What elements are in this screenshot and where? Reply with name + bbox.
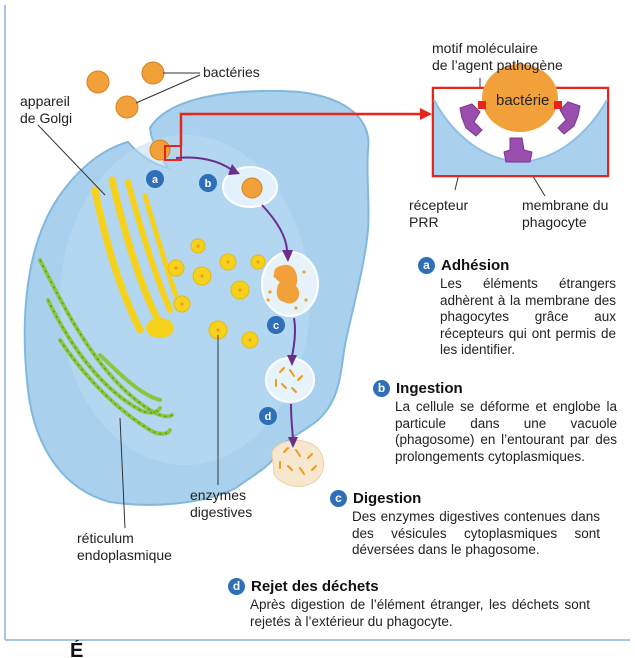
free-bacteria [86,61,165,119]
label-motif-line1: motif moléculaire [432,40,538,56]
label-reticulum-line2: endoplasmique [77,547,172,563]
residual-body [265,357,315,403]
label-enzymes-line2: digestives [190,504,253,520]
step-title-waste: Rejet des déchets [251,578,379,595]
label-molecular-motif: motif moléculaire de l’agent pathogène [432,40,563,74]
molecular-motif-icon [478,101,486,109]
zoom-source-box [164,145,182,161]
digesting-bacterium [274,264,300,304]
label-enzymes: enzymes digestives [190,487,252,521]
label-golgi: appareil de Golgi [20,93,72,127]
marker-c-letter: c [273,320,279,332]
vesicle-dots [174,244,260,342]
label-golgi-line2: de Golgi [20,110,73,126]
step-waste: d Rejet des déchets Après digestion de l… [228,578,618,630]
adhering-bacterium [149,139,171,161]
label-reticulum-line1: réticulum [77,530,134,546]
marker-d-letter: d [265,411,272,423]
label-inset-bacteria: bactérie [496,92,550,109]
step-badge-c: c [330,490,347,507]
label-reticulum: réticulum endoplasmique [77,530,172,564]
inset-zoom [431,64,610,178]
step-badge-d: d [228,578,245,595]
step-ingestion: b Ingestion La cellule se déforme et eng… [373,380,617,465]
step-badge-b: b [373,380,390,397]
digestion-fragments [266,270,308,310]
label-membrane-line2: phagocyte [522,214,587,230]
marker-a [146,170,164,188]
step-body-adhesion: Les éléments étrangers adhèrent à la mem… [440,276,616,357]
step-body-waste: Après digestion de l’élément étranger, l… [250,597,590,629]
process-arrows [175,156,297,439]
label-enzymes-line1: enzymes [190,487,247,503]
label-membrane: membrane du phagocyte [522,197,608,231]
prr-receptor-icons [459,101,581,163]
label-receptor-line2: PRR [409,214,439,230]
ingested-bacterium [241,177,263,199]
residual-fragments [275,367,303,393]
step-body-ingestion: La cellule se déforme et englobe la part… [395,399,617,464]
marker-c [267,316,285,334]
process-arrowheads [228,164,298,448]
label-golgi-line1: appareil [20,93,70,109]
label-bacteria: bactéries [203,64,260,80]
debris-fragments [279,447,317,475]
step-body-digestion: Des enzymes digestives contenues dans de… [352,509,600,557]
zoom-connector [179,112,420,146]
label-membrane-line1: membrane du [522,197,609,213]
zoom-arrowhead [420,108,432,120]
marker-d [259,407,277,425]
step-digestion: c Digestion Des enzymes digestives conte… [330,490,600,559]
golgi-vesicle [146,318,174,338]
step-badge-a: a [418,257,435,274]
cutoff-heading: É [70,640,85,658]
marker-b [199,174,217,192]
marker-b-letter: b [205,178,212,190]
step-title-ingestion: Ingestion [396,380,463,397]
ribosome-dots [39,259,173,435]
step-title-digestion: Digestion [353,490,422,507]
step-title-adhesion: Adhésion [441,257,510,274]
golgi-apparatus [91,176,179,334]
label-receptor: récepteur PRR [409,197,468,231]
step-adhesion: a Adhésion Les éléments étrangers adhère… [418,257,616,359]
label-motif-line2: de l’agent pathogène [432,57,563,73]
label-receptor-line1: récepteur [409,197,469,213]
marker-a-letter: a [152,174,159,186]
